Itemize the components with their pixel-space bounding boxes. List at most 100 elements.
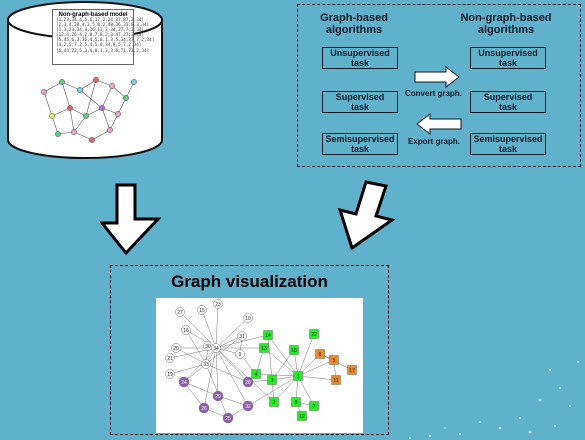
graph-node: 8 [291,397,301,407]
graph-node: 22 [309,329,319,339]
graph-node: 21 [165,353,175,363]
graph-node-label: 3 [271,378,274,384]
graph-node: 28 [242,376,254,388]
graph-node-label: 12 [299,414,305,420]
graph-node-label: 34 [213,346,219,352]
graph-node-label: 20 [173,346,179,352]
graph-based-header: Graph-based algorithms [320,12,388,36]
graph-node: 1 [293,371,303,381]
graph-edge [247,375,299,407]
graph-edge [205,363,249,383]
graph-node: 2 [269,397,279,407]
graph-node-label: 22 [311,332,317,338]
graph-node-label: 21 [167,356,173,362]
graph-node: 34 [211,343,221,353]
graph-edge [215,347,249,407]
doc-line: [5,45,6,3,36,4,5,8,1,3,5,34,37,7,2,34] [56,38,155,44]
graph-node: 10 [243,313,253,323]
graph-semisupervised-task: Semisupervised task [322,133,398,155]
graph-node: 14 [263,330,273,340]
nongraph-semisupervised-task: Semisupervised task [470,133,546,155]
convert-arrow-icon [414,66,460,88]
graph-node-label: 30 [205,344,211,350]
graph-edge [205,335,243,365]
graph-node-label: 11 [333,378,338,384]
small-graph [41,77,137,143]
graph-node-label: 10 [245,316,251,322]
graph-node-label: 18 [291,348,297,354]
sparkle-decoration-icon [409,361,579,439]
graph-node-label: 17 [349,368,355,374]
graph-edge [215,347,275,403]
graph-node-label: 25 [225,416,231,422]
database-cylinder: Non-graph-based model [1,23,34,4,5,6,17,… [0,0,170,160]
graph-node-label: 7 [313,404,316,410]
graph-node-label: 4 [255,372,258,378]
graph-node-label: 28 [245,380,251,386]
graph-node-label: 32 [245,404,251,410]
graph-node: 27 [175,307,185,317]
graph-node-label: 24 [181,380,187,386]
graph-edge [217,395,249,407]
graph-unsupervised-task: Unsupervised task [322,47,398,69]
graph-node-label: 16 [183,328,189,334]
graph-node: 29 [212,390,224,402]
graph-node-label: 8 [295,400,298,406]
convert-graph-label: Convert graph. [405,89,462,98]
doc-line: [12,4,26,4,2,8,7,8,2,3,47,27,2,34] [56,33,144,39]
graph-node: 13 [259,343,269,353]
graph-node-label: 6 [319,352,322,358]
algorithms-panel [297,4,581,167]
graph-node-label: 13 [261,346,267,352]
graph-node-label: 2 [273,400,276,406]
graph-node-label: 31 [239,334,245,340]
doc-line: [2,3,4,28,4,3,5,8,2,48,36,33,8,3,34] [56,23,150,29]
graph-edge [215,334,269,349]
graph-node: 18 [289,345,299,355]
graph-node: 7 [309,401,319,411]
export-arrow-icon [416,113,462,135]
graph-edge [183,381,205,409]
graph-node: 32 [242,400,254,412]
doc-title: Non-graph-based model [58,12,128,18]
graph-node-label: 1 [297,374,300,380]
graph-edge [185,329,207,365]
graph-node-label: 27 [177,310,183,316]
graph-node: 30 [203,341,213,351]
graph-edge [297,375,337,381]
data-document: Non-graph-based model [1,23,34,4,5,6,17,… [52,9,155,65]
non-graph-based-header: Non-graph-based algorithms [460,12,552,36]
graph-edge [215,347,249,383]
graph-visualization-panel [110,265,389,435]
graph-edge [267,334,273,381]
graph-edge [183,347,217,383]
graph-node-label: 14 [265,333,271,339]
graph-node: 12 [297,411,307,421]
down-arrow-right-icon [337,180,396,250]
graph-edge [169,363,207,375]
graph-node: 25 [222,412,234,424]
graph-edge [201,309,217,349]
graph-node: 33 [201,359,211,369]
doc-line: [1,23,34,4,5,6,17,2,24,37,87,2,34] [56,18,144,23]
graph-node: 3 [267,375,277,385]
graph-node: 20 [171,343,181,353]
doc-line: [4,2,5,7,2,5,4,5,8,34,8,5,7,2,34] [56,43,142,49]
graph-node: 23 [213,299,223,309]
graph-edge [255,373,299,377]
graph-node: 24 [178,376,190,388]
graph-node-label: 9 [239,352,242,358]
graph-edge [297,333,315,377]
graph-edge [297,359,335,377]
graph-node: 5 [329,355,339,365]
graph-node: 19 [165,369,175,379]
graph-node: 26 [198,402,210,414]
export-graph-label: Export graph. [408,137,461,146]
graph-node: 6 [315,349,325,359]
graph-edge [215,317,249,349]
graph-node: 17 [347,365,357,375]
graph-edge [297,375,315,407]
down-arrow-left-icon [100,183,162,255]
